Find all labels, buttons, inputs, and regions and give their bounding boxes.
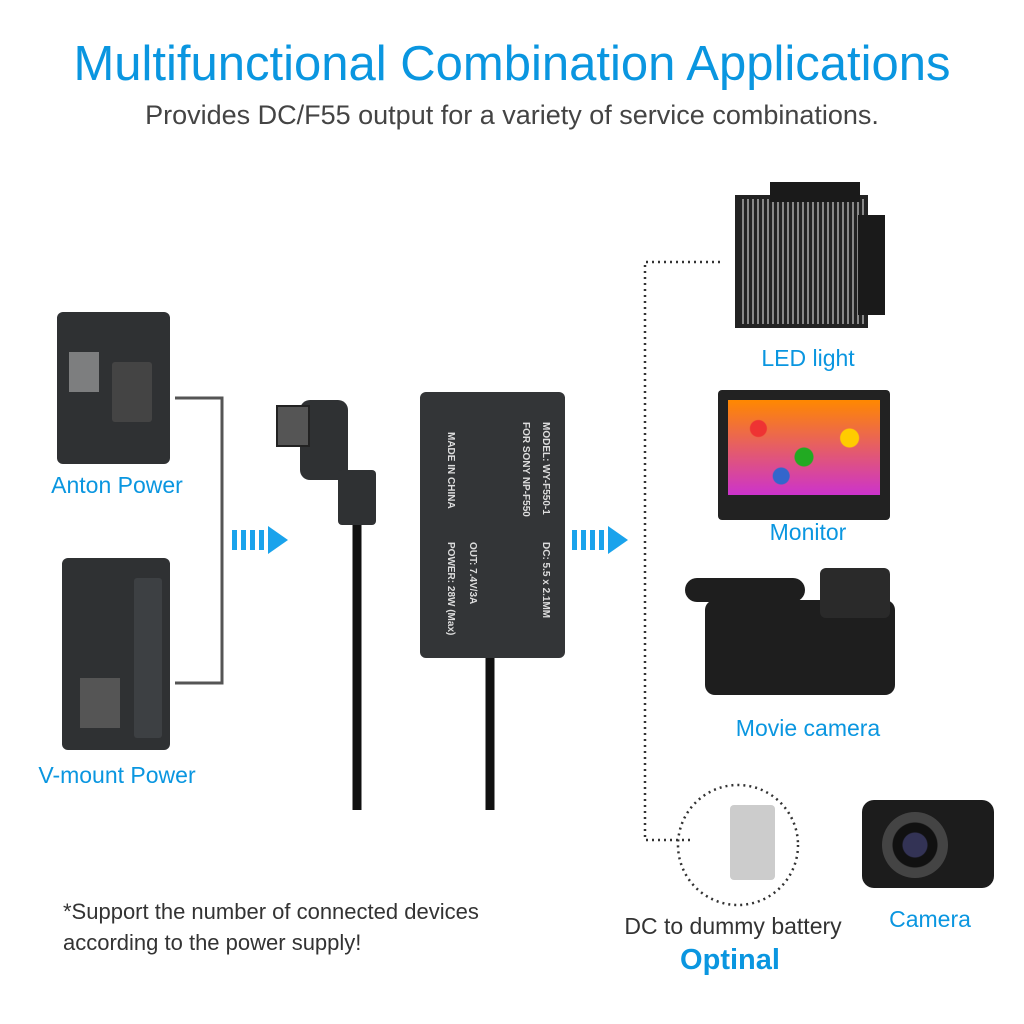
dc-text: DC: 5.5 x 2.1MM [540,542,551,619]
camera-image [862,800,994,888]
monitor-image [718,390,890,520]
barn-door [858,215,885,315]
vmount-battery-image [62,558,170,750]
dummy-battery-adapter: MODEL: WY-F550-1 FOR SONY NP-F550 MADE I… [420,392,565,658]
camera-mic [685,578,805,602]
for-text: FOR SONY NP-F550 [520,422,531,517]
camera-label: Camera [889,906,971,932]
dtap-plug-icon [276,405,310,447]
anton-power-label: Anton Power [51,472,183,498]
led-light-image [735,195,868,328]
power-text: POWER: 28W (Max) [445,542,456,636]
footnote: *Support the number of connected devices… [63,896,479,958]
optional-label: Optinal [680,944,780,976]
strain-relief [338,470,376,525]
made-text: MADE IN CHINA [445,432,456,509]
model-text: MODEL: WY-F550-1 [540,422,551,515]
anton-battery-image [57,312,170,464]
camera-viewfinder [820,568,890,618]
barn-door [770,182,860,202]
footnote-line: according to the power supply! [63,930,362,955]
flow-arrow-icon [232,526,288,554]
footnote-line: *Support the number of connected devices [63,899,479,924]
dummy-battery-label: DC to dummy battery [624,913,842,939]
movie-camera-label: Movie camera [735,715,881,741]
vmount-power-label: V-mount Power [38,762,196,788]
dummy-battery-image [730,805,775,880]
out-text: OUT: 7.4V/3A [467,542,478,605]
flow-arrow-icon [572,526,628,554]
page-title: Multifunctional Combination Applications [73,37,951,91]
led-light-label: LED light [761,345,855,371]
page-subtitle: Provides DC/F55 output for a variety of … [145,100,879,130]
monitor-label: Monitor [769,519,847,545]
